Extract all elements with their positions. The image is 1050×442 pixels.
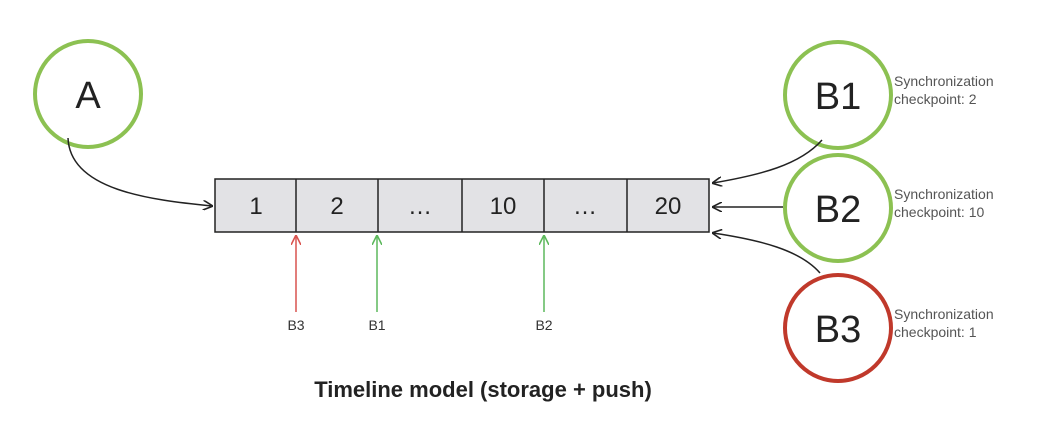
note-b3: Synchronization checkpoint: 1 <box>894 306 994 340</box>
node-b1-label: B1 <box>815 76 861 118</box>
timeline-cell: … <box>573 193 597 220</box>
timeline-cell: 10 <box>490 193 517 220</box>
note-line: checkpoint: 2 <box>894 91 977 107</box>
note-line: checkpoint: 1 <box>894 324 977 340</box>
note-b2: Synchronization checkpoint: 10 <box>894 186 994 220</box>
pointer-label: B2 <box>535 317 552 333</box>
timeline-cell: 1 <box>249 193 262 220</box>
diagram-caption: Timeline model (storage + push) <box>314 377 652 402</box>
timeline-cell: … <box>408 193 432 220</box>
timeline-strip: 1 2 … 10 … 20 <box>214 178 710 233</box>
pointer-b3: B3 <box>287 236 305 333</box>
pointer-label: B3 <box>287 317 304 333</box>
note-line: Synchronization <box>894 186 994 202</box>
arrow-a-to-timeline <box>67 137 212 206</box>
arrow-b1-to-timeline <box>713 139 823 183</box>
node-a-label: A <box>75 75 101 117</box>
timeline-cell: 20 <box>655 193 682 220</box>
node-b1: B1 <box>783 40 893 150</box>
node-a: A <box>33 39 143 149</box>
node-b3: B3 <box>783 273 893 383</box>
node-b2-label: B2 <box>815 189 861 231</box>
note-line: checkpoint: 10 <box>894 204 984 220</box>
timeline-cell: 2 <box>330 193 343 220</box>
note-line: Synchronization <box>894 306 994 322</box>
pointer-label: B1 <box>368 317 385 333</box>
note-b1: Synchronization checkpoint: 2 <box>894 73 994 107</box>
node-b2: B2 <box>783 153 893 263</box>
arrow-b3-to-timeline <box>713 233 821 274</box>
note-line: Synchronization <box>894 73 994 89</box>
node-b3-label: B3 <box>815 309 861 351</box>
pointer-b2: B2 <box>535 236 553 333</box>
pointer-b1: B1 <box>368 236 386 333</box>
